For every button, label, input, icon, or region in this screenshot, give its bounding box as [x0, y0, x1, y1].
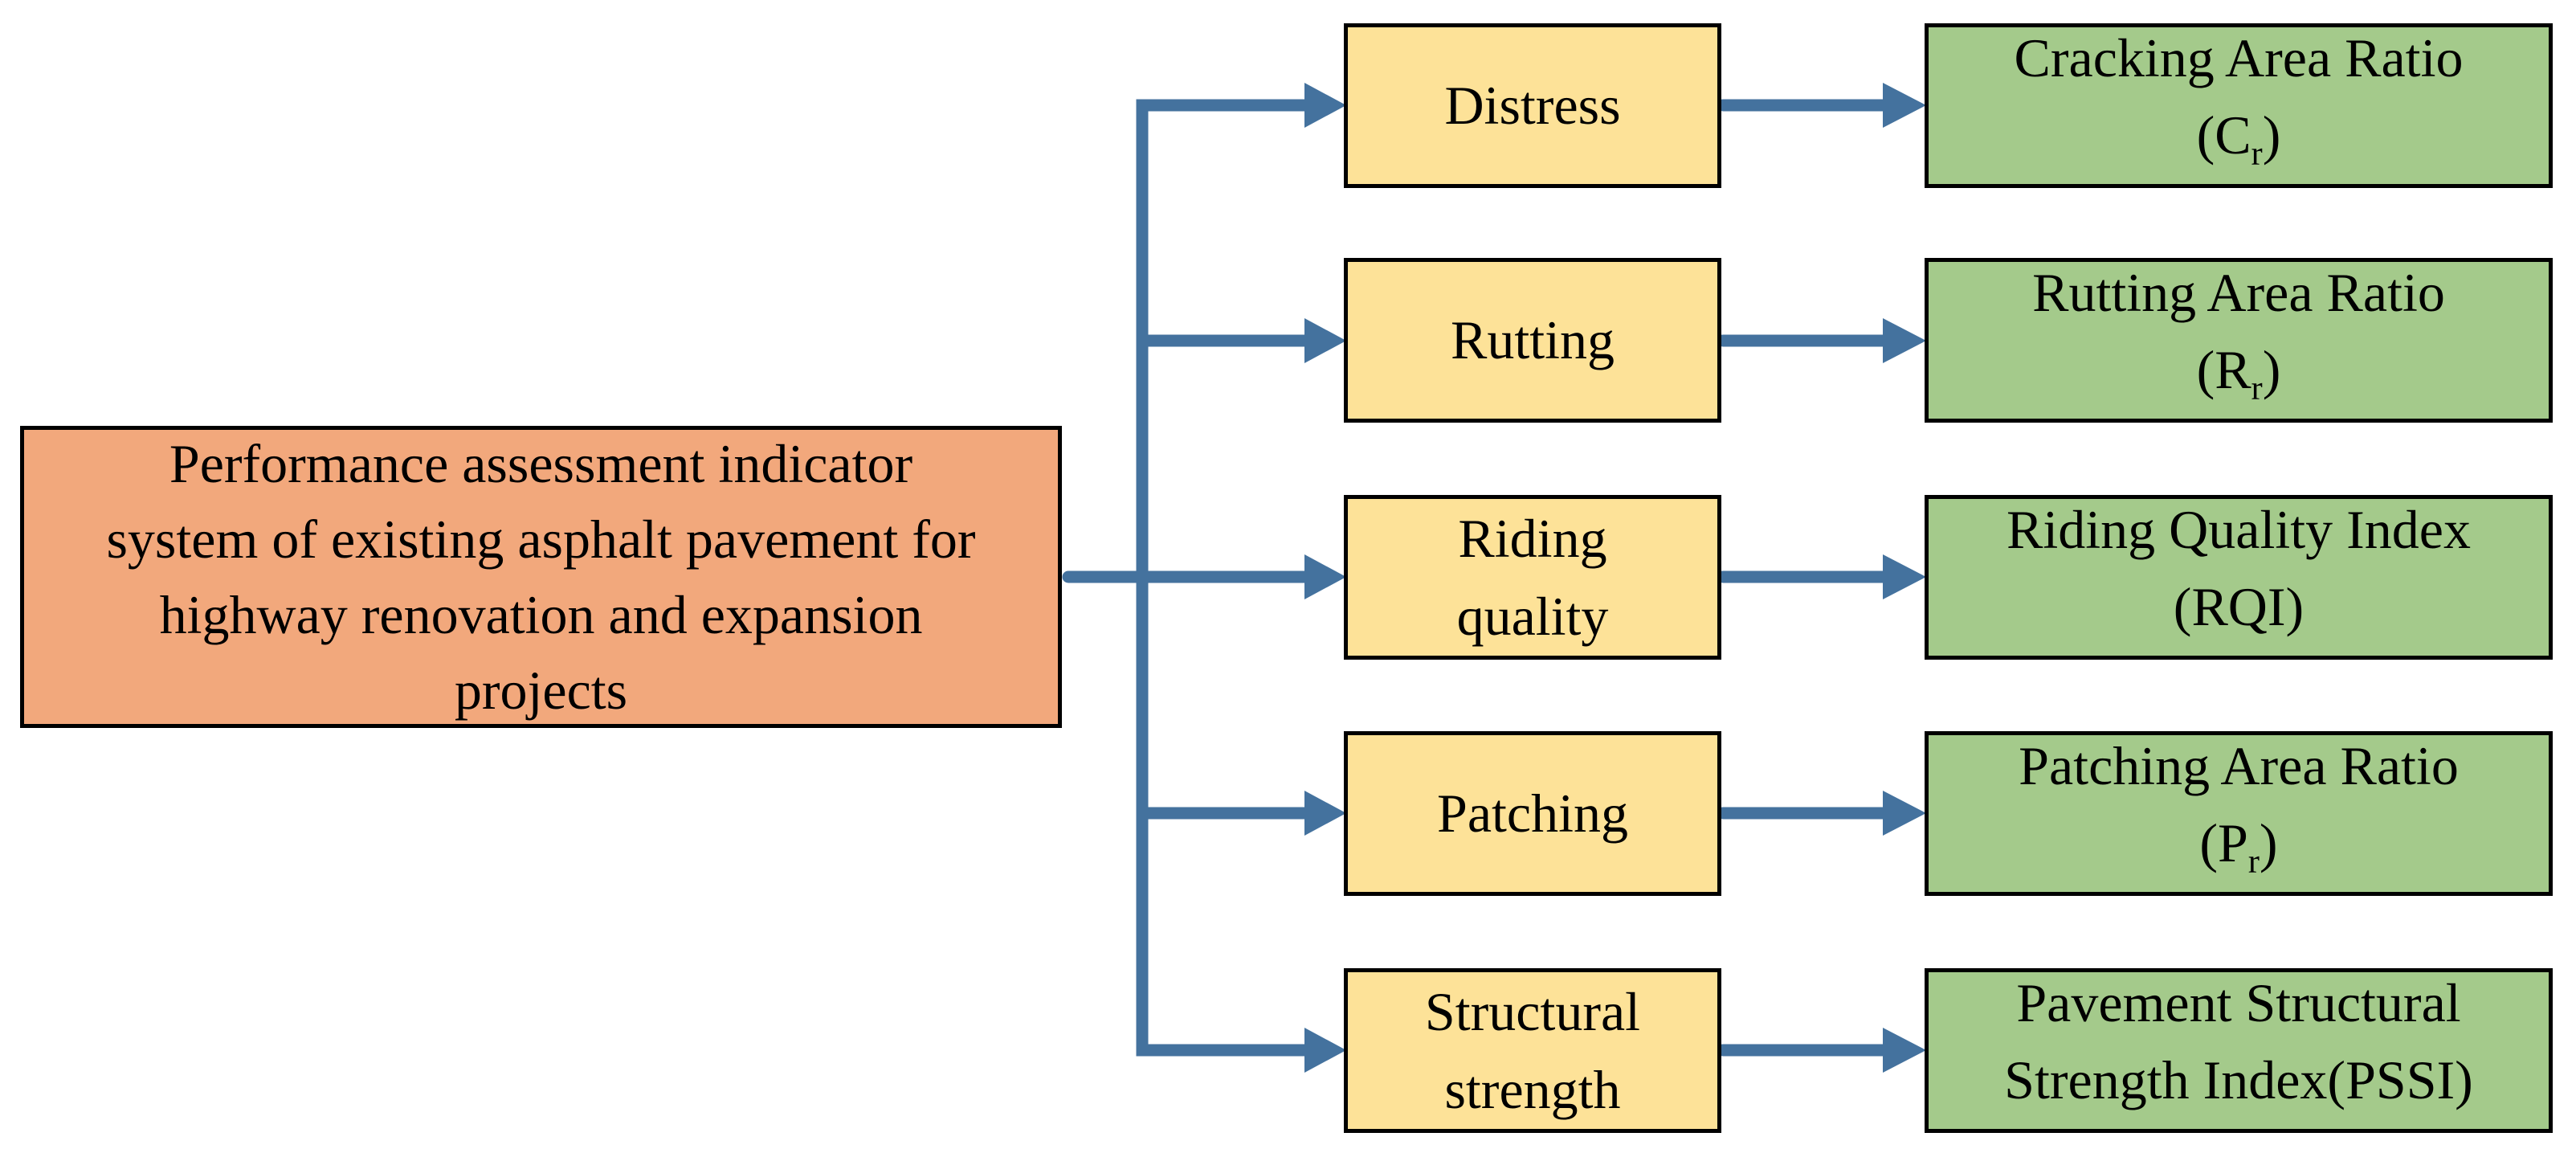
arrowhead-link-2 — [1883, 318, 1926, 363]
indicator-name: Patching Area Ratio — [2019, 734, 2459, 796]
arrowhead-link-5 — [1883, 1028, 1926, 1073]
indicator-node-rutting-area-ratio: Rutting Area Ratio (Rr) — [1925, 258, 2553, 423]
indicator-symbol-subscript: r — [2247, 842, 2260, 881]
category-label: Distress — [1444, 75, 1621, 136]
indicator-symbol-post: ) — [2259, 812, 2278, 873]
indicator-symbol-pre: Strength Index(PSSI) — [2004, 1049, 2473, 1110]
arrowhead-branch-5 — [1304, 1028, 1346, 1073]
category-label: Structural strength — [1424, 980, 1641, 1120]
arrowhead-link-1 — [1883, 83, 1926, 128]
indicator-node-pavement-structural-strength-index: Pavement Structural Strength Index(PSSI) — [1925, 968, 2553, 1133]
arrowhead-branch-3 — [1304, 554, 1346, 599]
arrowhead-branch-1 — [1304, 83, 1346, 128]
category-node-distress: Distress — [1344, 23, 1721, 188]
indicator-symbol-pre: (C — [2196, 104, 2251, 166]
indicator-name: Pavement Structural — [2016, 971, 2461, 1033]
arrowhead-branch-2 — [1304, 318, 1346, 363]
indicator-name: Rutting Area Ratio — [2032, 261, 2445, 323]
category-node-structural-strength: Structural strength — [1344, 968, 1721, 1133]
indicator-symbol: (RQI) — [2174, 568, 2304, 664]
indicator-symbol-pre: (RQI) — [2173, 575, 2305, 637]
category-node-riding-quality: Riding quality — [1344, 495, 1721, 660]
category-node-rutting: Rutting — [1344, 258, 1721, 423]
indicator-symbol-post: ) — [2262, 104, 2281, 166]
arrowhead-link-3 — [1883, 554, 1926, 599]
arrowhead-link-4 — [1883, 791, 1926, 836]
indicator-symbol: Strength Index(PSSI) — [2004, 1041, 2473, 1137]
indicator-node-riding-quality-index: Riding Quality Index (RQI) — [1925, 495, 2553, 660]
root-label-line: Performance assessment indicator — [169, 433, 913, 494]
indicator-symbol-pre: (R — [2196, 338, 2251, 400]
indicator-name: Riding Quality Index — [2007, 498, 2471, 560]
indicator-symbol-post: ) — [2262, 338, 2281, 400]
indicator-symbol-subscript: r — [2251, 134, 2263, 173]
indicator-symbol: (Rr) — [2197, 331, 2281, 427]
indicator-node-cracking-area-ratio: Cracking Area Ratio (Cr) — [1925, 23, 2553, 188]
indicator-symbol: (Cr) — [2197, 96, 2281, 192]
root-label-line: highway renovation and expansion — [159, 584, 923, 645]
category-label: Patching — [1437, 783, 1628, 844]
root-label-line: projects — [454, 660, 628, 721]
indicator-symbol-subscript: r — [2251, 369, 2263, 407]
indicator-node-patching-area-ratio: Patching Area Ratio (Pr) — [1925, 731, 2553, 896]
category-label: Rutting — [1450, 309, 1615, 370]
indicator-name: Cracking Area Ratio — [2014, 27, 2464, 88]
root-label-line: system of existing asphalt pavement for — [106, 509, 976, 570]
category-label: Riding quality — [1456, 507, 1609, 647]
root-node: Performance assessment indicator system … — [20, 426, 1062, 728]
indicator-symbol: (Pr) — [2199, 804, 2277, 900]
category-node-patching: Patching — [1344, 731, 1721, 896]
indicator-symbol-pre: (P — [2199, 812, 2248, 873]
arrowhead-branch-4 — [1304, 791, 1346, 836]
